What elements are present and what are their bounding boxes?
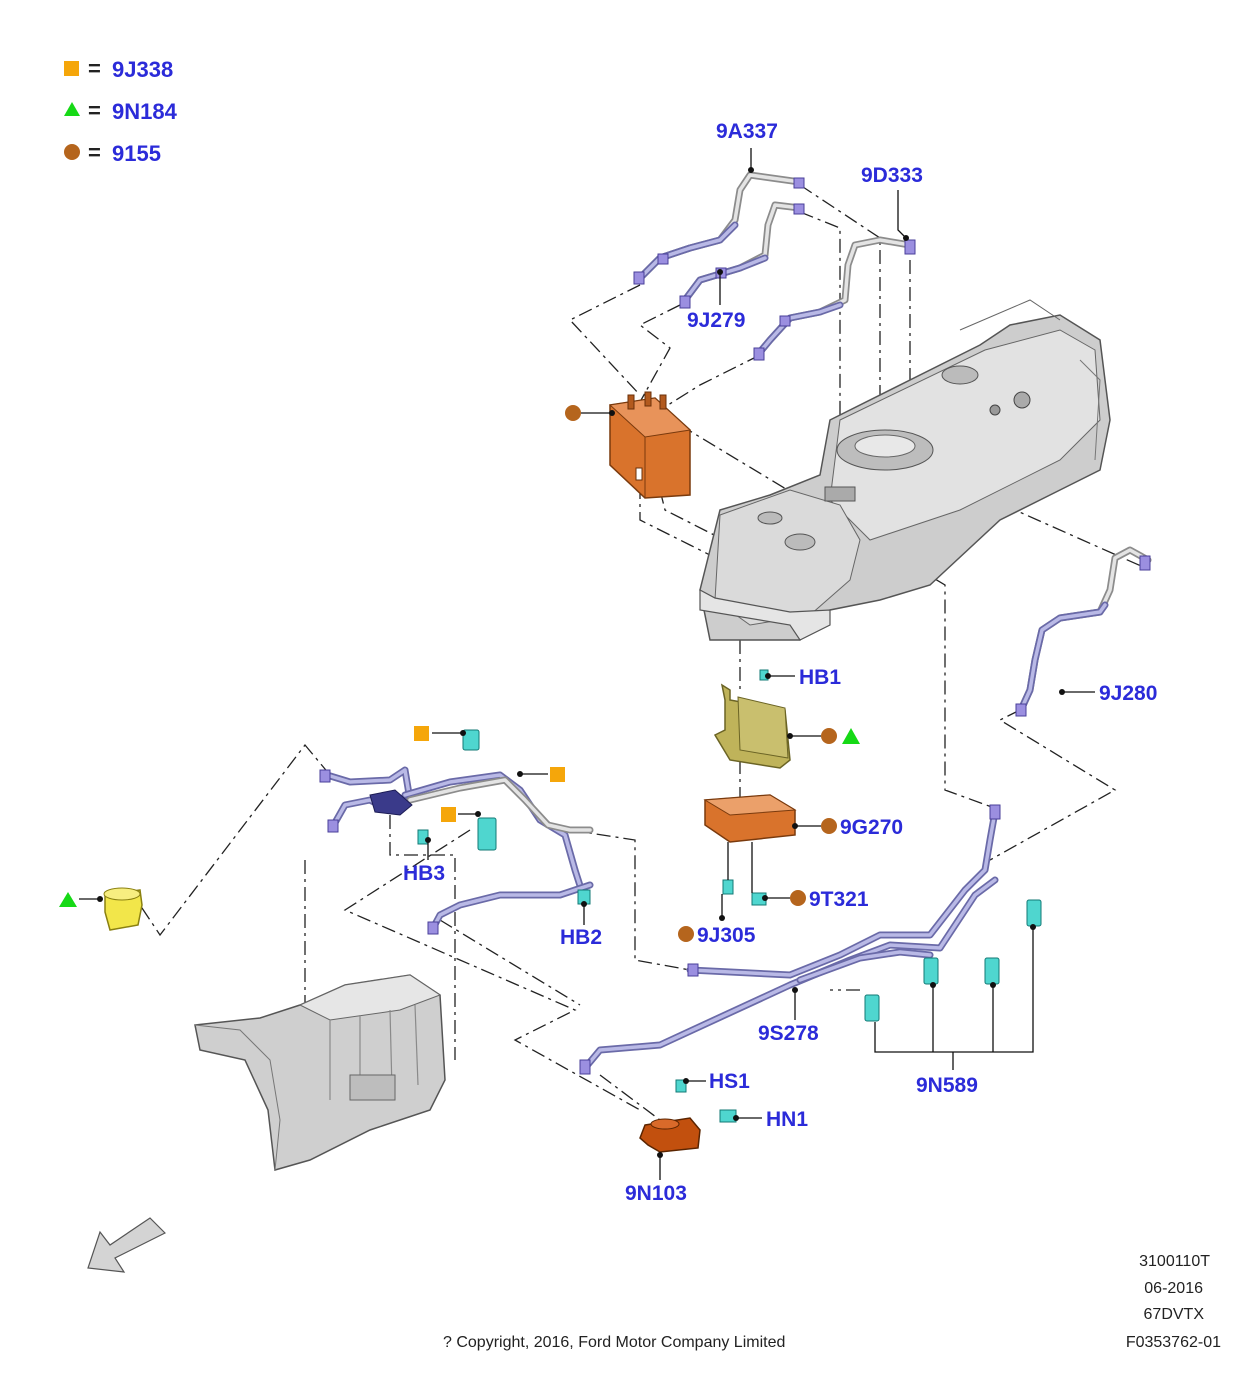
label-hb1: HB1	[799, 666, 841, 689]
label-9j305: 9J305	[697, 924, 756, 947]
hb-9j338-marker-1	[414, 726, 429, 741]
canister-9155-marker	[565, 405, 581, 421]
legend-eq: =	[88, 140, 101, 165]
label-hb2: HB2	[560, 926, 602, 949]
hb-9j338-marker-3	[441, 807, 456, 822]
upper-fuel-lines	[633, 171, 916, 361]
fuel-line-9j280	[1015, 546, 1152, 717]
hb-9j338-marker-2	[550, 767, 565, 782]
legend-eq: =	[88, 98, 101, 123]
legend-eq: =	[88, 56, 101, 81]
fuel-line-bundle-9s278	[579, 804, 1001, 1075]
legend-code-9N184: 9N184	[112, 99, 178, 124]
legend: = 9J338 = 9N184 = 9155	[64, 56, 178, 166]
label-9j280: 9J280	[1099, 682, 1157, 705]
legend-square-icon	[64, 61, 79, 76]
footer-copyright: ? Copyright, 2016, Ford Motor Company Li…	[443, 1334, 785, 1351]
filter-9n184-marker	[59, 892, 77, 907]
direction-arrow-icon	[87, 1217, 167, 1273]
inline-filter-9n184	[103, 887, 143, 931]
legend-circle-icon	[64, 144, 80, 160]
label-9s278: 9S278	[758, 1022, 819, 1045]
callout-labels: 9A337 9D333 9J279 HB1 9J280 9G270 9T321 …	[403, 120, 1157, 1205]
filter-9155-marker	[821, 818, 837, 834]
label-hb3: HB3	[403, 862, 445, 885]
clips-9n589	[864, 899, 1042, 1022]
hn1-fitting	[719, 1109, 737, 1123]
label-9g270: 9G270	[840, 816, 903, 839]
legend-triangle-icon	[64, 102, 80, 116]
label-9n103: 9N103	[625, 1182, 687, 1205]
footer: 3100110T 06-2016 67DVTX F0353762-01 ? Co…	[443, 1253, 1221, 1351]
hs1-fitting	[675, 1079, 687, 1093]
9j305-9155-marker	[678, 926, 694, 942]
label-9a337: 9A337	[716, 120, 778, 143]
label-9n589: 9N589	[916, 1074, 978, 1097]
legend-code-9155: 9155	[112, 141, 161, 166]
fuel-filter-9g270	[703, 794, 797, 843]
label-hs1: HS1	[709, 1070, 750, 1093]
label-9j279: 9J279	[687, 309, 745, 332]
label-9t321: 9T321	[809, 888, 869, 911]
footer-date: 06-2016	[1144, 1280, 1203, 1297]
legend-code-9J338: 9J338	[112, 57, 173, 82]
footer-ref: 3100110T	[1139, 1253, 1210, 1270]
9t321-9155-marker	[790, 890, 806, 906]
fuel-tank	[699, 299, 1111, 641]
label-hn1: HN1	[766, 1108, 808, 1131]
transmission-housing	[194, 974, 446, 1171]
footer-figure: F0353762-01	[1126, 1334, 1221, 1351]
pump-9155-marker	[821, 728, 837, 744]
vapor-valve-9n103	[639, 1117, 701, 1153]
pump-9n184-marker	[842, 728, 860, 744]
evap-canister	[608, 391, 692, 499]
label-9d333: 9D333	[861, 164, 923, 187]
fitting-9j305	[722, 879, 734, 895]
fuel-pump-module	[713, 683, 791, 769]
footer-model: 67DVTX	[1144, 1306, 1205, 1323]
left-fuel-lines	[319, 766, 594, 935]
